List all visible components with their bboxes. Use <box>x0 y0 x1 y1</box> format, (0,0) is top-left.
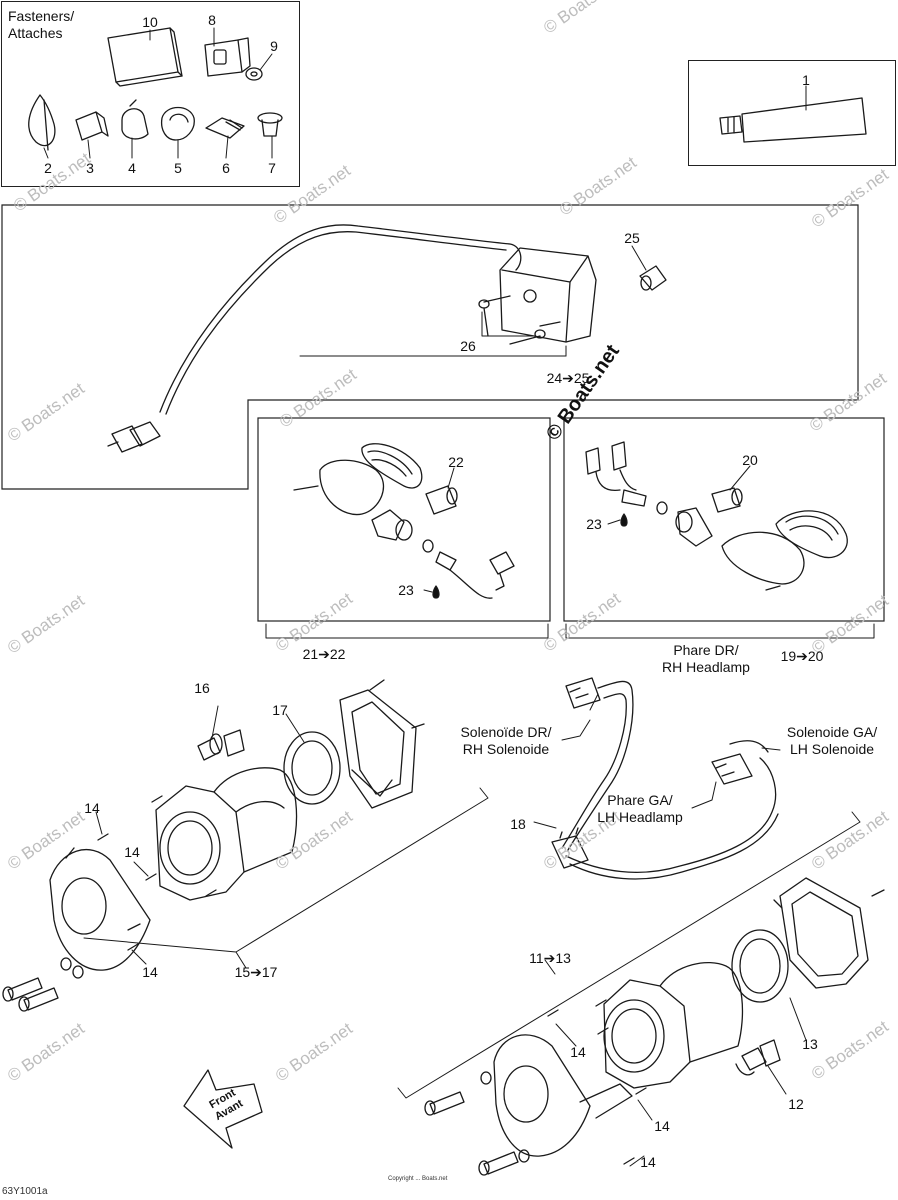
assembly-range: 19➔20 <box>780 648 824 664</box>
part-number: 1 <box>802 72 810 88</box>
assembly-range: 15➔17 <box>234 964 278 980</box>
callout-rh-headlamp: Phare DR/ RH Headlamp <box>662 642 750 675</box>
right-headlamp-adjusters <box>424 1071 530 1176</box>
right-headlamp-bracket <box>773 877 885 989</box>
section-title: Fasteners/ Attaches <box>8 8 75 41</box>
part-number: 23 <box>586 516 602 532</box>
clip-6 <box>205 117 245 139</box>
tail-light-box <box>1 204 859 490</box>
headlamp-harness-18 <box>551 677 779 880</box>
assembly-range: 11➔13 <box>529 950 571 966</box>
right-headlamp-ring-13 <box>731 929 789 1003</box>
bulb-25 <box>639 265 667 291</box>
callout-lh-solenoid: Solenoide GA/ LH Solenoide <box>786 724 878 757</box>
left-headlamp-bracket <box>339 679 425 809</box>
part-number: 9 <box>270 38 278 54</box>
part-number: 14 <box>84 800 100 816</box>
left-signal-socket <box>371 509 515 599</box>
part-number: 14 <box>124 844 140 860</box>
fastener-strip-10 <box>107 27 183 87</box>
right-signal-box <box>563 417 885 622</box>
left-headlamp-adjusters <box>2 957 84 1012</box>
assembly-range: 24➔25 <box>546 370 590 386</box>
part-number: 23 <box>398 582 414 598</box>
right-signal-socket <box>656 501 713 547</box>
part-number: 12 <box>788 1096 804 1112</box>
tail-light-housing <box>483 247 597 343</box>
figure-code: 63Y1001a <box>2 1186 48 1197</box>
part-number: 26 <box>460 338 476 354</box>
nut-9 <box>245 67 263 81</box>
part-number: 3 <box>86 160 94 176</box>
assembly-range: 21➔22 <box>302 646 346 662</box>
grease-box <box>688 60 896 166</box>
left-headlamp-ring-17 <box>283 731 341 805</box>
part-number: 14 <box>640 1154 656 1170</box>
leader-lines <box>43 27 807 1167</box>
callout-rh-solenoid: Solenoïde DR/ RH Solenoide <box>460 724 552 757</box>
left-signal-box <box>257 417 551 622</box>
right-headlamp-housing <box>603 962 744 1089</box>
part-number: 18 <box>510 816 526 832</box>
part-number: 16 <box>194 680 210 696</box>
footer-note: Copyright ... Boats.net <box>388 1176 448 1182</box>
tail-light-harness <box>107 224 522 453</box>
clamp-5 <box>160 106 195 141</box>
bulb-16 <box>197 729 245 761</box>
right-headlamp-plate <box>493 1034 633 1157</box>
part-number: 5 <box>174 160 182 176</box>
part-number: 14 <box>142 964 158 980</box>
grease-tube-1 <box>719 97 867 143</box>
bulb-12 <box>735 1039 781 1076</box>
left-signal-lens <box>293 443 423 516</box>
clip-3 <box>75 111 109 141</box>
left-screws <box>97 795 217 951</box>
left-headlamp-housing <box>155 767 298 901</box>
cable-tie-2 <box>28 94 56 151</box>
right-signal-connectors <box>585 441 647 507</box>
part-number: 2 <box>44 160 52 176</box>
bulb-20 <box>711 487 743 513</box>
callout-lh-headlamp: Phare GA/ LH Headlamp <box>597 792 683 825</box>
right-signal-lens <box>721 510 848 591</box>
clip-8 <box>204 37 251 77</box>
fasteners-box <box>1 1 300 187</box>
part-number: 7 <box>268 160 276 176</box>
part-number: 25 <box>624 230 640 246</box>
part-number: 10 <box>142 14 158 30</box>
grease-drop-23-left <box>432 585 440 599</box>
assembly-brackets <box>83 345 875 1099</box>
part-number: 20 <box>742 452 758 468</box>
right-screws <box>547 999 647 1165</box>
bulb-22 <box>425 485 458 515</box>
part-number: 13 <box>802 1036 818 1052</box>
part-number: 8 <box>208 12 216 28</box>
part-number: 14 <box>654 1118 670 1134</box>
push-rivet-7 <box>257 112 283 137</box>
nuts-26 <box>478 299 546 345</box>
part-number: 17 <box>272 702 288 718</box>
left-headlamp-plate <box>49 847 151 971</box>
part-number: 14 <box>570 1044 586 1060</box>
part-number: 4 <box>128 160 136 176</box>
part-number: 6 <box>222 160 230 176</box>
clamp-4 <box>121 99 149 140</box>
front-arrow-icon <box>183 1069 263 1149</box>
part-number: 22 <box>448 454 464 470</box>
grease-drop-23-right <box>620 513 628 527</box>
